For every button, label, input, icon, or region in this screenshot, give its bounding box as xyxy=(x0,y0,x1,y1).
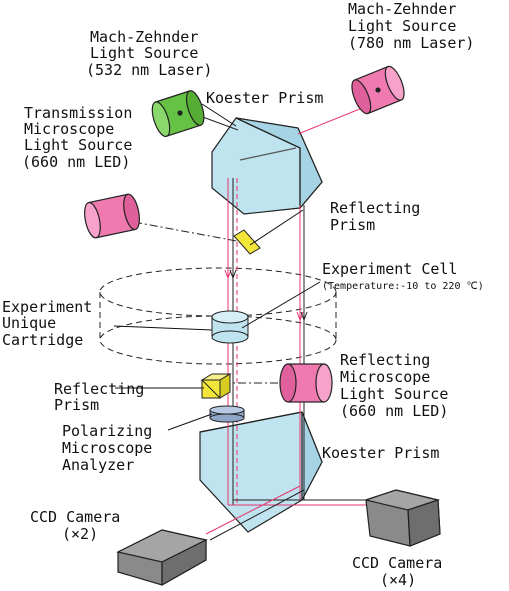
koester-prism-bottom xyxy=(199,411,323,533)
leader-lines xyxy=(113,103,321,431)
label-koester-bottom: Koester Prism xyxy=(322,444,439,462)
experiment-cell xyxy=(211,310,249,344)
label-polarizing: Polarizing Microscope Analyzer xyxy=(62,422,161,474)
reflecting-prism-left xyxy=(200,373,232,399)
reflecting-led-source xyxy=(279,363,333,403)
reflecting-prism-top xyxy=(233,229,261,255)
label-transmission: Transmission Microscope Light Source (66… xyxy=(22,104,141,171)
pink-laser-780-source xyxy=(351,65,405,115)
label-koester-top: Koester Prism xyxy=(206,89,323,107)
ccd-camera-left xyxy=(116,529,208,587)
label-reflecting-prism-top: Reflecting Prism xyxy=(330,199,429,234)
label-ccd-right: CCD Camera (×4) xyxy=(352,554,451,589)
koester-prism-top xyxy=(211,117,323,215)
label-mz780: Mach-Zehnder Light Source (780 nm Laser) xyxy=(348,0,474,52)
label-mz532: Mach-Zehnder Light Source (532 nm Laser) xyxy=(86,28,212,79)
label-temperature: (Temperature:-10 to 220 ℃) xyxy=(322,281,484,292)
label-experiment-cell: Experiment Cell xyxy=(322,260,457,278)
beam-paths xyxy=(133,103,373,541)
label-reflecting-source: Reflecting Microscope Light Source (660 … xyxy=(340,351,457,420)
label-ccd-left: CCD Camera (×2) xyxy=(30,508,129,543)
ccd-camera-right xyxy=(363,489,441,547)
label-cartridge: Experiment Unique Cartridge xyxy=(2,298,101,349)
polarizing-analyzer xyxy=(209,405,245,423)
transmission-led-source xyxy=(84,193,140,239)
green-laser-532-source xyxy=(151,90,205,138)
label-reflecting-prism-left: Reflecting Prism xyxy=(54,380,153,414)
